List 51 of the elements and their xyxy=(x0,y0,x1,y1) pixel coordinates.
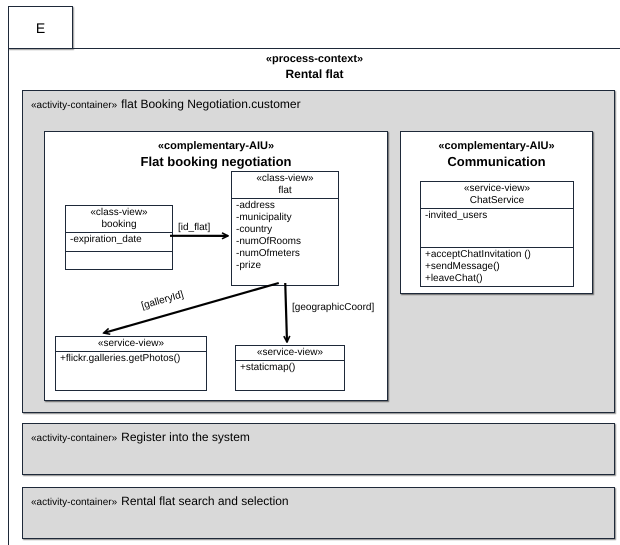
class-box xyxy=(55,336,207,391)
container-title: Rental flat search and selection xyxy=(121,493,289,510)
activity-container xyxy=(22,423,615,475)
arrow xyxy=(102,282,280,336)
stereotype: «process-context» xyxy=(266,53,364,67)
class-name: booking xyxy=(101,219,137,231)
stereotype: «service-view» xyxy=(98,338,164,350)
class-member: -country xyxy=(236,224,274,236)
stereotype: «service-view» xyxy=(464,183,530,195)
class-box xyxy=(235,345,345,391)
class-name: flat xyxy=(278,185,292,197)
frame-title: Rental flat xyxy=(285,66,344,82)
class-member: +staticmap() xyxy=(240,362,296,374)
stereotype: «class-view» xyxy=(90,207,148,219)
arrow xyxy=(283,282,291,343)
class-member: -numOfmeters xyxy=(236,248,301,260)
stereotype: «service-view» xyxy=(256,347,324,359)
class-member: -municipality xyxy=(236,212,293,224)
activity-container xyxy=(22,487,615,539)
class-member: +leaveChat() xyxy=(425,273,484,285)
aiu-box xyxy=(44,131,388,401)
class-box xyxy=(420,181,574,287)
class-member: -numOfRooms xyxy=(236,236,302,248)
class-box xyxy=(231,171,339,286)
class-member: -expiration_date xyxy=(70,234,143,246)
stereotype: «complementary-AIU» xyxy=(158,140,274,154)
stereotype: «complementary-AIU» xyxy=(438,140,555,154)
process-frame xyxy=(8,48,620,545)
edge-label: [geographicCoord] xyxy=(291,302,376,314)
stereotype: «class-view» xyxy=(256,173,314,185)
aiu-title: Communication xyxy=(447,154,546,170)
tab-box xyxy=(8,6,73,49)
class-member: +flickr.galleries.getPhotos() xyxy=(60,353,182,365)
stereotype: «activity-container» xyxy=(31,432,118,446)
edge-label: [id_flat] xyxy=(177,222,212,234)
tab-label: E xyxy=(36,18,46,38)
aiu-title: Flat booking negotiation xyxy=(140,154,292,170)
aiu-box xyxy=(400,131,593,294)
class-member: -invited_users xyxy=(425,210,488,222)
stereotype: «activity-container» xyxy=(31,496,118,510)
container-title: flat Booking Negotiation.customer xyxy=(121,96,301,113)
container-title: Register into the system xyxy=(121,429,250,446)
activity-container xyxy=(22,90,615,413)
class-member: +sendMessage() xyxy=(425,261,501,273)
class-member: +acceptChatInvitation () xyxy=(425,249,532,261)
class-member: -prize xyxy=(236,260,262,272)
class-name: ChatService xyxy=(470,195,524,207)
class-member: -address xyxy=(236,200,276,212)
stereotype: «activity-container» xyxy=(31,99,118,113)
class-box xyxy=(65,205,173,270)
arrow xyxy=(170,232,229,240)
